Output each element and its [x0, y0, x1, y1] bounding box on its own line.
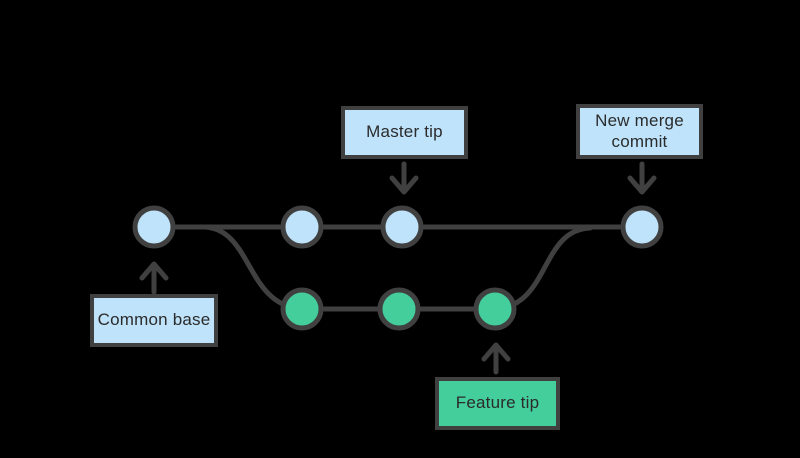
new-merge-commit-arrow-icon	[627, 161, 657, 195]
feature-commit-2-node	[377, 287, 421, 331]
common-base-arrow-icon	[139, 261, 169, 295]
feature-tip-arrow-icon	[481, 342, 511, 375]
master-commit-node	[280, 205, 324, 249]
master-tip-commit-node	[380, 205, 424, 249]
common-base-label: Common base	[90, 294, 218, 347]
feature-tip-label: Feature tip	[435, 377, 560, 430]
new-merge-commit-label: New merge commit	[576, 104, 703, 159]
feature-commit-1-node	[280, 287, 324, 331]
master-tip-label: Master tip	[341, 106, 468, 159]
feature-tip-commit-node	[473, 287, 517, 331]
master-tip-arrow-icon	[389, 161, 419, 195]
new-merge-commit-node	[620, 205, 664, 249]
common-base-commit-node	[132, 205, 176, 249]
